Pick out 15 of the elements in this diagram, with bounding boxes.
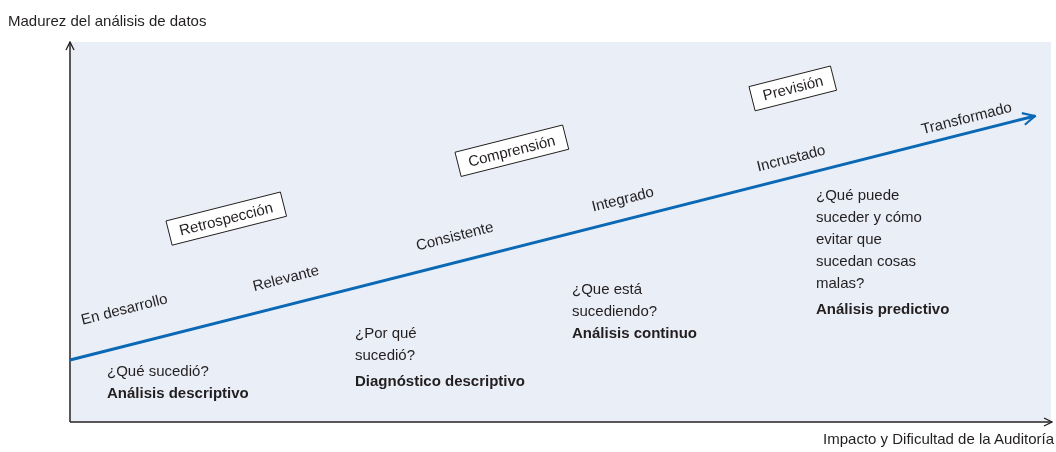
question-text: ¿Por qué sucedió? (355, 323, 418, 365)
question-text: ¿Que está sucediendo? (572, 279, 659, 321)
level-label: Incrustado (754, 139, 828, 177)
question-text: ¿Qué sucedió? (107, 361, 210, 381)
level-label: En desarrollo (78, 288, 170, 330)
question-text: ¿Qué puede suceder y cómo evitar que sucedan cosas malas? (816, 185, 923, 293)
level-label: Relevante (250, 260, 322, 297)
stage-box: Previsión (749, 65, 837, 111)
axis-title: Impacto y Dificultad de la Auditoría (822, 429, 1054, 449)
analysis-type: Análisis continuo (572, 323, 698, 343)
axis-title: Madurez del análisis de datos (8, 11, 208, 31)
analysis-type: Diagnóstico descriptivo (355, 371, 527, 391)
analysis-type: Análisis predictivo (816, 299, 951, 319)
analysis-type: Análisis descriptivo (107, 383, 250, 403)
level-label: Integrado (588, 181, 656, 217)
